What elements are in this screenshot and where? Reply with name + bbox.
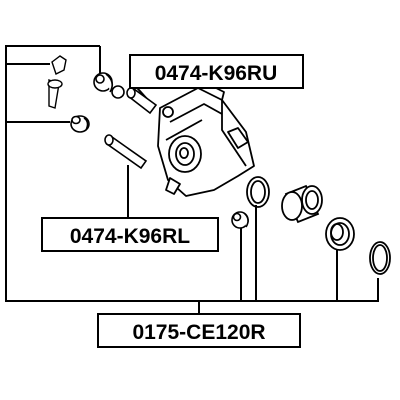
- bleeder-screw: [47, 55, 67, 109]
- piston: [281, 184, 323, 224]
- label-repair-kit-text: 0175-CE120R: [132, 321, 265, 344]
- piston-seal: [246, 176, 270, 208]
- small-dust-boot: [231, 211, 249, 229]
- bleeder-cap: [70, 115, 90, 133]
- upper-pin-boot: [93, 72, 125, 99]
- label-upper-pin-kit: 0474-K96RU: [129, 54, 304, 89]
- caliper-body: [157, 81, 255, 197]
- lower-guide-pin: [104, 134, 148, 170]
- retaining-ring: [369, 241, 391, 275]
- piston-dust-boot: [325, 217, 355, 251]
- upper-guide-pin: [126, 87, 158, 115]
- right-bracket-line: [199, 278, 379, 302]
- label-repair-kit: 0175-CE120R: [97, 313, 301, 348]
- leader-lines: [5, 45, 379, 314]
- label-lower-pin-kit-text: 0474-K96RL: [70, 225, 190, 248]
- label-lower-pin-kit: 0474-K96RL: [41, 217, 219, 252]
- label-upper-pin-kit-text: 0474-K96RU: [155, 62, 278, 85]
- left-bracket-line: [5, 45, 200, 314]
